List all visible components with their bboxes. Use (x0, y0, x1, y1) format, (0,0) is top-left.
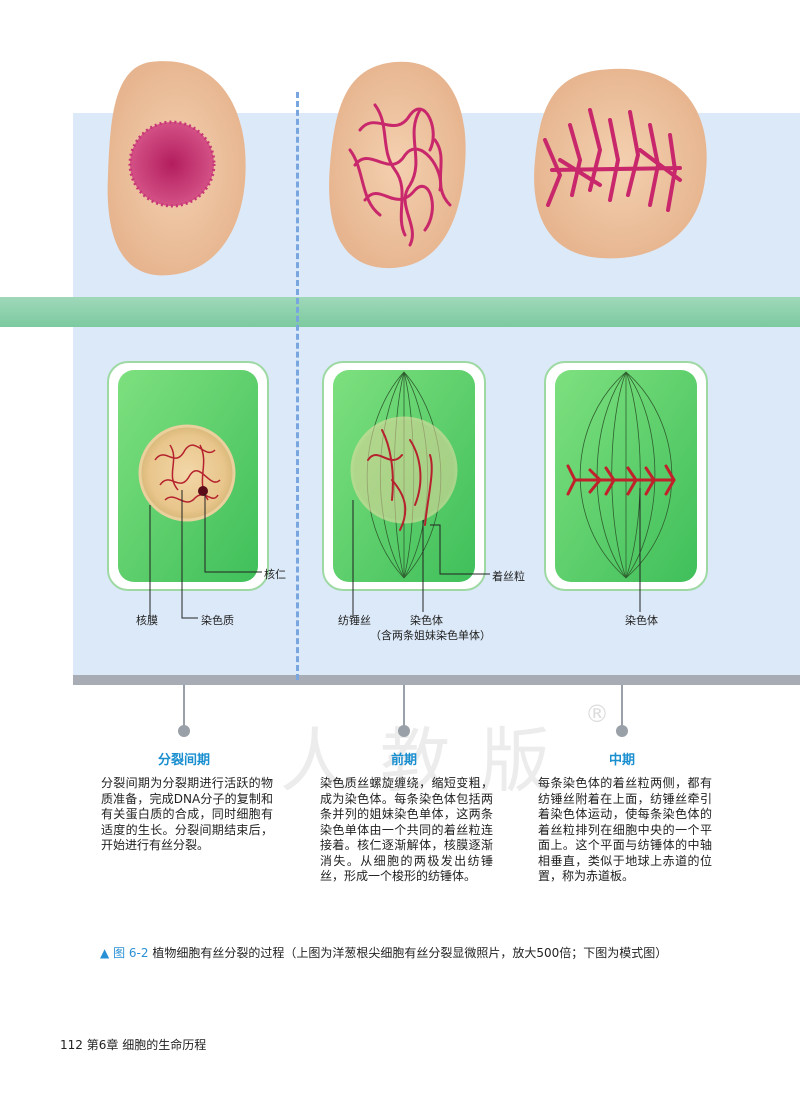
label-centromere: 着丝粒 (492, 570, 525, 583)
diagram-interphase-cell (107, 361, 269, 619)
label-nucleolus: 核仁 (264, 568, 286, 581)
diagram-prophase-cell (322, 361, 490, 618)
micrograph-metaphase (534, 68, 707, 259)
chapter-number: 第6章 (86, 1038, 119, 1052)
green-band (0, 297, 800, 327)
label-nuclear-membrane: 核膜 (136, 614, 158, 627)
label-chromosome: 染色体 (410, 614, 443, 627)
caption-figure-number: 图 6-2 (113, 946, 149, 960)
stage-title-prophase: 前期 (390, 753, 417, 768)
page-footer: 112 第6章 细胞的生命历程 (60, 1036, 206, 1053)
label-chromosome-metaphase: 染色体 (625, 614, 658, 627)
label-spindle-fiber: 纺锤丝 (338, 614, 371, 627)
timeline-bar (73, 675, 800, 685)
stage-desc-prophase: 染色质丝螺旋缠绕，缩短变粗，成为染色体。每条染色体包括两条并列的姐妹染色单体，这… (320, 776, 493, 883)
chapter-title: 细胞的生命历程 (122, 1038, 207, 1052)
diagram-metaphase-cell (544, 361, 708, 612)
stage-desc-interphase: 分裂间期为分裂期进行活跃的物质准备，完成DNA分子的复制和有关蛋白质的合成，同时… (101, 776, 273, 852)
page-number: 112 (60, 1038, 83, 1052)
caption-text: 植物细胞有丝分裂的过程（上图为洋葱根尖细胞有丝分裂显微照片，放大500倍；下图为… (152, 946, 668, 960)
caption-marker: ▲ (100, 946, 110, 960)
label-chromosome-note: （含两条姐妹染色单体） (370, 629, 491, 642)
stage-desc-metaphase: 每条染色体的着丝粒两侧，都有纺锤丝附着在上面，纺锤丝牵引着染色体运动，使每条染色… (538, 776, 712, 883)
stage-title-metaphase: 中期 (608, 753, 635, 768)
watermark: 人教版 (280, 720, 580, 802)
label-chromatin: 染色质 (201, 614, 234, 627)
interphase-divider (296, 92, 299, 680)
stage-title-interphase: 分裂间期 (157, 753, 210, 768)
micrograph-interphase (107, 61, 246, 276)
timeline-pins (178, 685, 628, 737)
registered-mark: ® (585, 700, 609, 728)
figure-caption: ▲ 图 6-2 植物细胞有丝分裂的过程（上图为洋葱根尖细胞有丝分裂显微照片，放大… (100, 944, 667, 961)
micrograph-prophase (329, 61, 466, 269)
